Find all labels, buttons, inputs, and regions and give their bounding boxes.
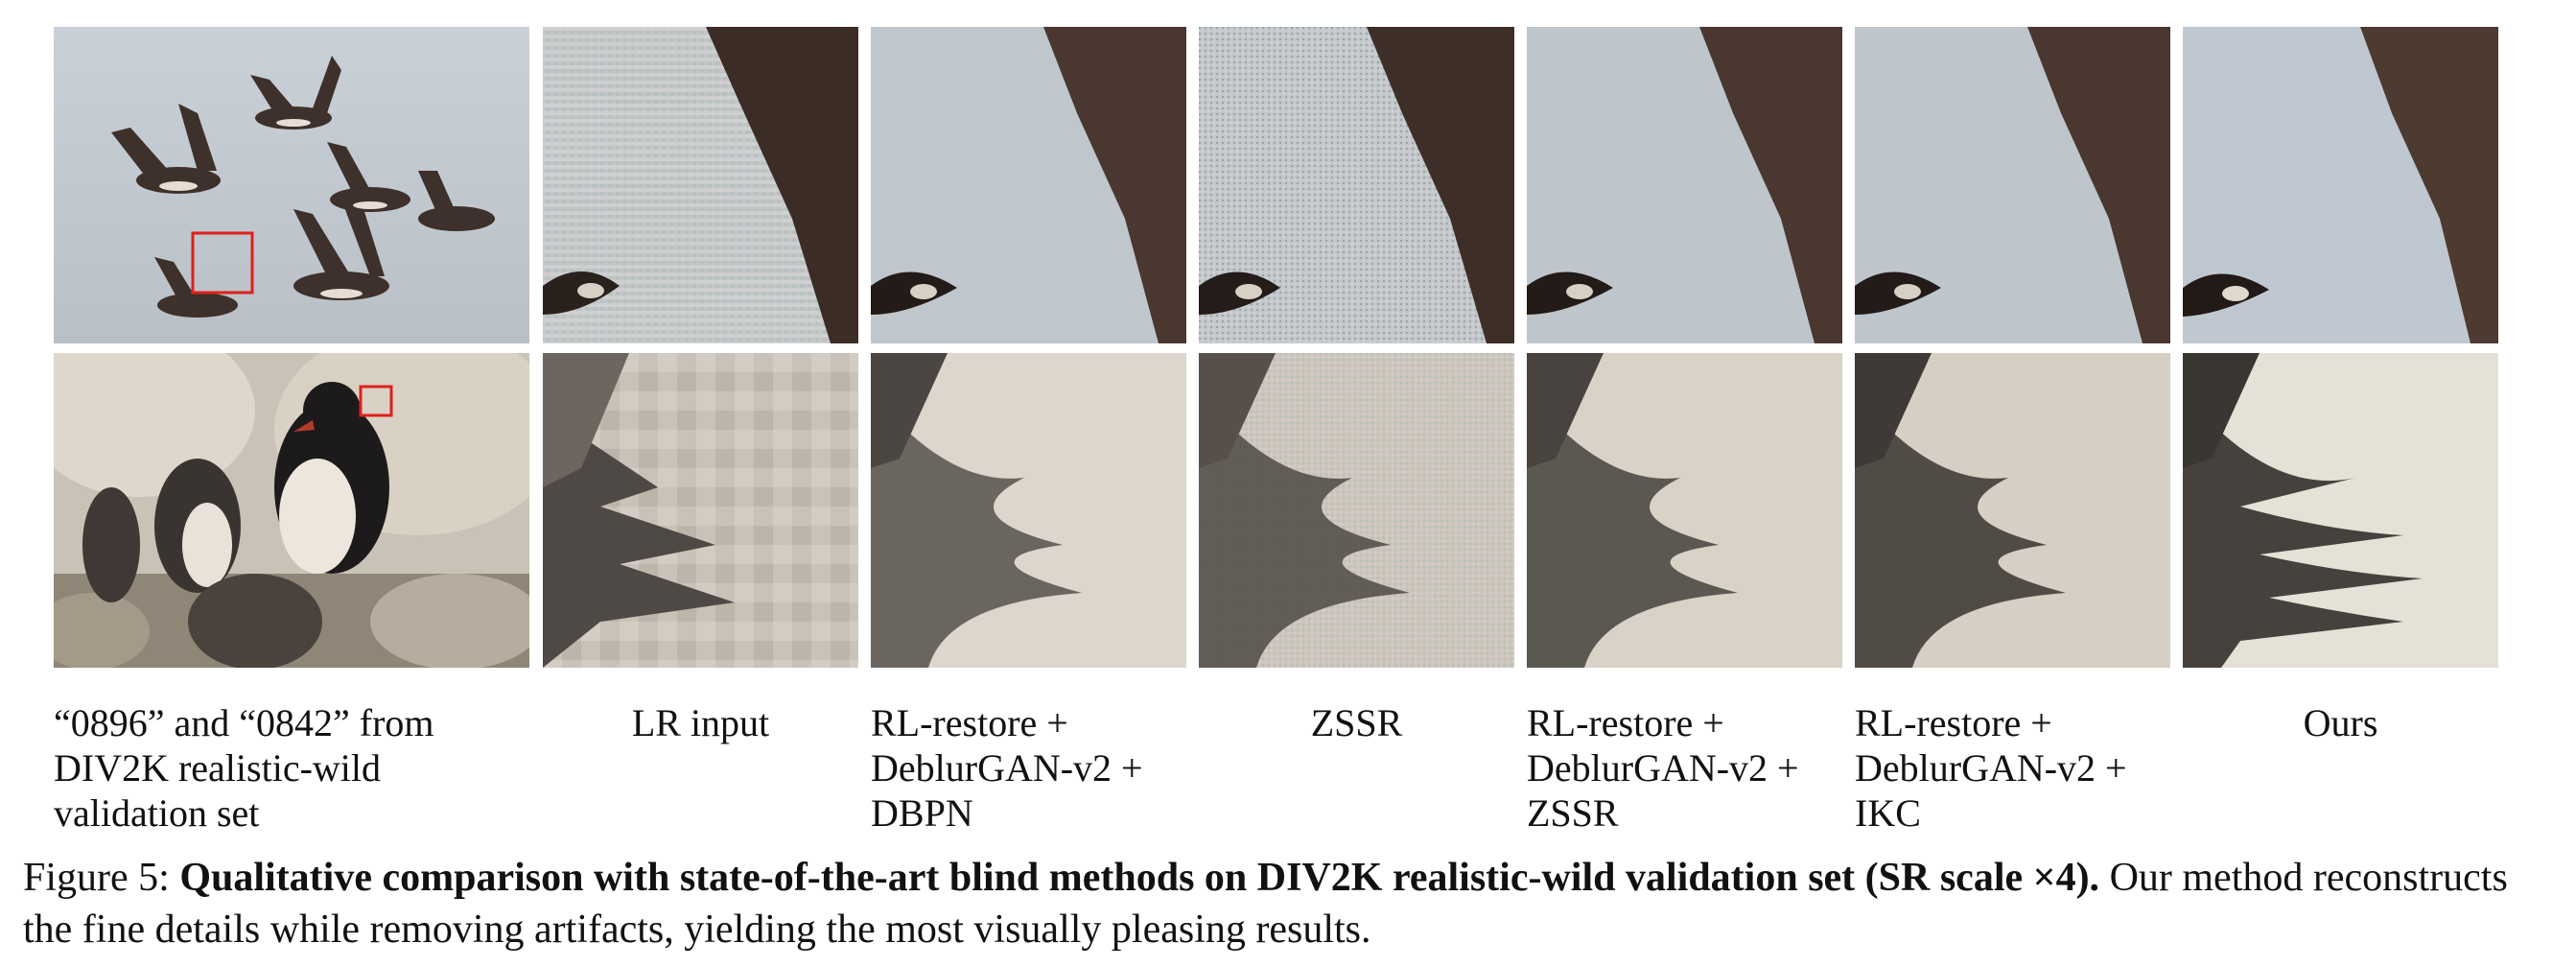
label-line: DIV2K realistic-wild bbox=[54, 746, 382, 790]
label-line: RL-restore + bbox=[871, 701, 1068, 744]
column-label-ours: Ours bbox=[2183, 700, 2498, 745]
label-line: “0896” and “0842” from bbox=[54, 701, 434, 744]
column-label-source: “0896” and “0842” from DIV2K realistic-w… bbox=[54, 700, 533, 836]
column-label-rl-deblurgan-ikc: RL-restore + DeblurGAN-v2 + IKC bbox=[1855, 700, 2170, 836]
rl-deblurgan-dbpn-crop-1 bbox=[871, 27, 1186, 343]
zssr-crop-2 bbox=[1199, 353, 1514, 668]
overview-geese-image bbox=[54, 27, 529, 343]
label-line: DeblurGAN-v2 + bbox=[1527, 746, 1799, 790]
caption-bold: Qualitative comparison with state-of-the… bbox=[179, 856, 2100, 900]
label-line: Ours bbox=[2303, 701, 2378, 744]
label-line: IKC bbox=[1855, 791, 1921, 835]
zssr-crop-1 bbox=[1199, 27, 1514, 343]
caption-prefix: Figure 5: bbox=[23, 856, 180, 900]
label-line: RL-restore + bbox=[1527, 701, 1724, 744]
column-label-lr-input: LR input bbox=[543, 700, 858, 745]
label-line: LR input bbox=[631, 701, 770, 744]
ours-crop-1 bbox=[2183, 27, 2498, 343]
label-line: DBPN bbox=[871, 791, 973, 835]
rl-deblurgan-ikc-crop-2 bbox=[1855, 353, 2170, 668]
caption-rest: Our method reconstructs the fine details… bbox=[23, 856, 2508, 952]
label-line: DeblurGAN-v2 + bbox=[1855, 746, 2127, 790]
rl-deblurgan-zssr-crop-2 bbox=[1527, 353, 1842, 668]
label-line: DeblurGAN-v2 + bbox=[871, 746, 1143, 790]
label-line: validation set bbox=[54, 791, 260, 835]
column-label-rl-deblurgan-zssr: RL-restore + DeblurGAN-v2 + ZSSR bbox=[1527, 700, 1842, 836]
label-line: ZSSR bbox=[1527, 791, 1619, 835]
figure-caption: Figure 5: Qualitative comparison with st… bbox=[23, 852, 2555, 955]
rl-deblurgan-dbpn-crop-2 bbox=[871, 353, 1186, 668]
column-label-zssr: ZSSR bbox=[1199, 700, 1514, 745]
label-line: RL-restore + bbox=[1855, 701, 2052, 744]
rl-deblurgan-zssr-crop-1 bbox=[1527, 27, 1842, 343]
label-line: ZSSR bbox=[1310, 701, 1403, 744]
rl-deblurgan-ikc-crop-1 bbox=[1855, 27, 2170, 343]
ours-crop-2 bbox=[2183, 353, 2498, 668]
overview-penguins-image bbox=[54, 353, 529, 668]
column-label-rl-deblurgan-dbpn: RL-restore + DeblurGAN-v2 + DBPN bbox=[871, 700, 1186, 836]
lr-input-crop-1 bbox=[543, 27, 858, 343]
lr-input-crop-2 bbox=[543, 353, 858, 668]
